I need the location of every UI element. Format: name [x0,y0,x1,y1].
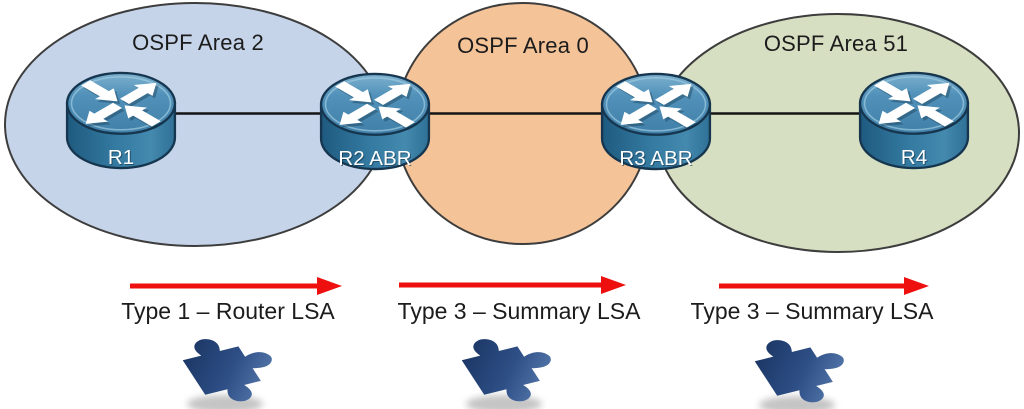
router-top-rim [324,77,426,132]
router-r2-abr-label: R2 ABR [338,147,411,170]
lsa-flow-arrow-2-icon [399,276,626,294]
puzzle-shadow [466,395,542,409]
lsa-flow-2-label: Type 3 – Summary LSA [397,298,641,324]
router-top-rim [70,76,172,131]
lsa-flow-arrow-1-icon [130,277,342,295]
arrow-head [904,277,929,295]
puzzle-icon [173,326,293,409]
router-top-rim [605,77,707,132]
router-r3-abr-label: R3 ABR [619,147,692,170]
area-51-title: OSPF Area 51 [763,31,909,56]
puzzle-icon [452,326,572,409]
puzzle-icon [745,327,865,409]
arrow-head [601,276,626,294]
puzzle-shadow [759,396,835,409]
area-2-title: OSPF Area 2 [132,30,264,55]
lsa-flow-1-label: Type 1 – Router LSA [121,298,335,324]
router-r4-icon: R4 [858,71,970,170]
router-r1-icon: R1 [65,71,177,170]
router-r1-label: R1 [108,146,134,169]
lsa-flow-arrow-3-icon [719,277,929,295]
router-r3-abr-icon: R3 ABR [600,72,712,171]
router-top-rim [863,76,965,131]
puzzle-shadow [187,395,263,409]
lsa-flow-3-label: Type 3 – Summary LSA [690,298,934,324]
router-r4-label: R4 [901,146,927,169]
arrow-head [317,277,342,295]
router-r2-abr-icon: R2 ABR [319,72,431,171]
area-0-title: OSPF Area 0 [457,33,589,58]
